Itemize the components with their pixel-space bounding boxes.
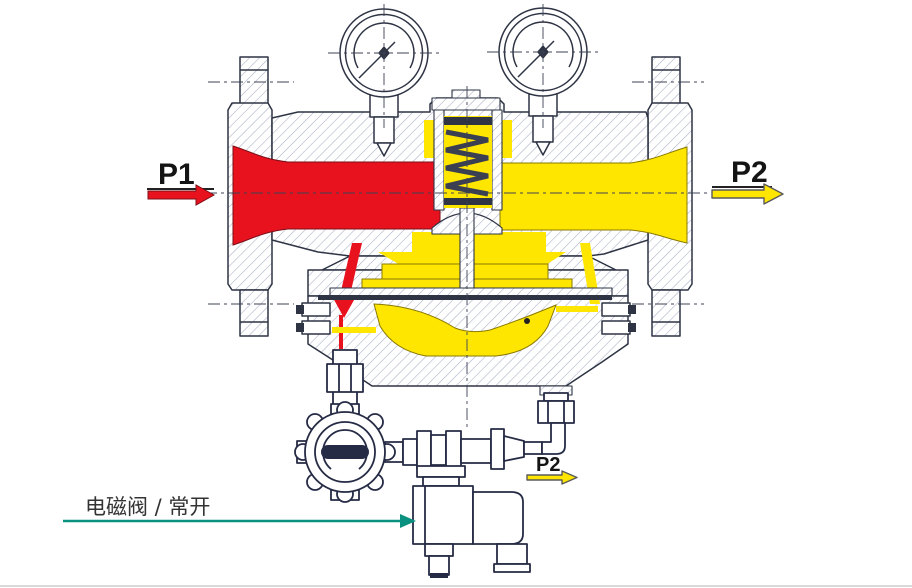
gauge-needle: [358, 52, 385, 79]
p1-flow-arrow: [147, 184, 216, 206]
p1-text: P1: [158, 158, 195, 191]
p2-sense-arrow: [526, 470, 578, 485]
housing-stud-fittings: [296, 302, 636, 335]
diaphragm-clamp: [329, 287, 613, 297]
p2-flow-arrow: [711, 183, 784, 205]
solenoid-connector: [496, 543, 528, 565]
pilot-supply-pipe: [326, 349, 364, 409]
p2-sense-text: P2: [536, 454, 560, 476]
gauge-needle: [517, 51, 544, 78]
pipe-fittings-row: [402, 428, 543, 470]
bottom-border: [0, 585, 912, 587]
label-p1: P1: [147, 158, 216, 206]
solenoid-coil: [472, 491, 524, 545]
diaphragm-membrane: [318, 295, 612, 300]
solenoid-note-text: 电磁阀 / 常开: [85, 495, 210, 519]
solenoid-callout: 电磁阀 / 常开: [63, 495, 416, 528]
knob-slot: [321, 445, 369, 459]
spring-cap: [431, 97, 501, 111]
p2-text: P2: [731, 156, 768, 189]
solenoid-valve: [412, 465, 531, 578]
sense-line-elbow: [537, 392, 575, 455]
bowl-port-dot: [524, 318, 530, 324]
label-p2-main: P2: [711, 156, 784, 205]
centerlines: [205, 4, 708, 430]
callout-arrowhead-icon: [400, 514, 416, 528]
diaphragm-bowl: [373, 303, 557, 357]
gauge-dial-arc: [353, 22, 415, 69]
pilot-adjustment-knob: [294, 401, 404, 503]
label-p2-sense: P2: [526, 454, 578, 485]
